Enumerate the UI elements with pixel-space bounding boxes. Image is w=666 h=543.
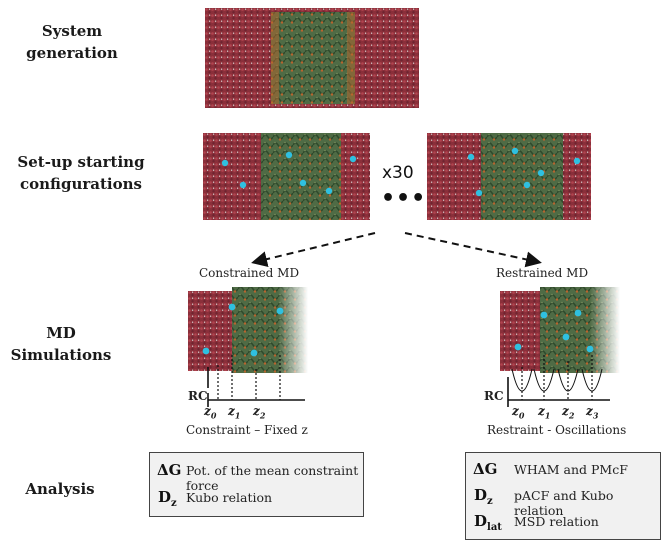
analysis-desc-diffusion-z: Kubo relation xyxy=(186,490,273,505)
stage-label-line: configurations xyxy=(20,175,142,193)
restrained-rc-axis xyxy=(507,355,610,407)
symbol-text: D xyxy=(158,488,172,506)
stage-label-line: MD xyxy=(46,324,76,342)
tick-symbol: z xyxy=(204,404,211,418)
restrained-md-snapshot xyxy=(500,285,620,375)
harmonic-well xyxy=(533,368,555,392)
arrow-to-constrained xyxy=(251,232,376,267)
harmonic-well xyxy=(511,368,533,392)
analysis-desc-free-energy: Pot. of the mean constraint force xyxy=(186,463,359,493)
symbol-subscript: z xyxy=(171,498,177,509)
restrained-md-title: Restrained MD xyxy=(496,266,589,280)
stage-label-line: Set-up starting xyxy=(17,153,145,171)
tick-subscript: 2 xyxy=(259,410,266,421)
stage-label-line: generation xyxy=(26,44,118,62)
tick-symbol: z xyxy=(562,404,569,418)
tick-symbol: z xyxy=(512,404,519,418)
solute-molecule xyxy=(514,343,522,351)
restrained-tick-1: z1 xyxy=(538,404,550,420)
solute-molecule xyxy=(325,187,333,195)
solute-molecule xyxy=(475,189,483,197)
solute-molecule xyxy=(574,309,582,317)
solute-molecule xyxy=(349,155,357,163)
tick-symbol: z xyxy=(228,404,235,418)
solute-molecule xyxy=(467,153,475,161)
constrained-tick-0: z0 xyxy=(204,404,216,420)
stage-label-line: System xyxy=(41,22,103,40)
solute-molecule xyxy=(299,179,307,187)
harmonic-well xyxy=(557,368,579,392)
tick-subscript: 2 xyxy=(568,410,575,421)
harmonic-well xyxy=(581,368,603,392)
stage-label-analysis: Analysis xyxy=(25,480,95,498)
restrained-tick-3: z3 xyxy=(586,404,598,420)
analysis-symbol-diffusion-z: Dz xyxy=(158,488,177,509)
stage-label-md-simulations: MD Simulations xyxy=(6,322,116,366)
solute-molecule xyxy=(202,347,210,355)
tick-subscript: 1 xyxy=(544,410,551,421)
symbol-text: ΔG xyxy=(157,461,182,479)
symbol-text: ΔG xyxy=(473,460,498,478)
solute-molecule xyxy=(523,181,531,189)
constrained-md-title: Constrained MD xyxy=(199,266,300,280)
solute-molecule xyxy=(285,151,293,159)
solute-molecule xyxy=(239,181,247,189)
solute-molecule xyxy=(250,349,258,357)
membrane-snapshot-system xyxy=(205,8,419,108)
analysis-symbol-free-energy: ΔG xyxy=(473,460,497,478)
tick-subscript: 0 xyxy=(518,410,525,421)
stage-label-system-generation: System generation xyxy=(12,20,132,64)
symbol-text: D xyxy=(474,486,488,504)
analysis-symbol-diffusion-z: Dz xyxy=(474,486,493,507)
restrained-caption: Restraint - Oscillations xyxy=(487,423,627,437)
solute-molecule xyxy=(562,333,570,341)
tick-subscript: 3 xyxy=(592,410,599,421)
analysis-symbol-diffusion-lateral: Dlat xyxy=(474,512,502,533)
constrained-rc-axis xyxy=(207,355,305,407)
tick-symbol: z xyxy=(253,404,260,418)
constrained-tick-2: z2 xyxy=(253,404,265,420)
restrained-tick-0: z0 xyxy=(512,404,524,420)
solute-molecule xyxy=(586,345,594,353)
solute-molecule xyxy=(537,169,545,177)
tick-symbol: z xyxy=(586,404,593,418)
symbol-subscript: z xyxy=(487,496,493,507)
membrane-snapshot-setup-30 xyxy=(427,133,591,220)
analysis-box-restrained: ΔG WHAM and PMcF Dz pACF and Kubo relati… xyxy=(465,452,661,540)
solute-molecule xyxy=(276,307,284,315)
membrane-snapshot-setup-1 xyxy=(203,133,370,220)
stage-label-setup: Set-up starting configurations xyxy=(6,151,156,195)
analysis-symbol-free-energy: ΔG xyxy=(157,461,181,479)
arrow-to-restrained xyxy=(404,232,542,268)
solute-molecule xyxy=(573,157,581,165)
stage-label-line: Simulations xyxy=(10,346,112,364)
solute-molecule xyxy=(228,303,236,311)
constrained-md-snapshot xyxy=(188,285,308,375)
analysis-desc-free-energy: WHAM and PMcF xyxy=(514,462,628,477)
constrained-caption: Constraint – Fixed z xyxy=(186,423,308,437)
tick-symbol: z xyxy=(538,404,545,418)
constrained-axis-label: RC xyxy=(188,389,208,403)
symbol-subscript: lat xyxy=(487,522,502,533)
tick-subscript: 0 xyxy=(210,410,217,421)
replica-ellipsis: ••• xyxy=(381,186,427,211)
tick-subscript: 1 xyxy=(234,410,241,421)
solute-molecule xyxy=(511,147,519,155)
analysis-desc-diffusion-z: pACF and Kubo relation xyxy=(514,488,614,518)
replica-multiplier: x30 xyxy=(382,163,414,183)
constrained-tick-1: z1 xyxy=(228,404,240,420)
solute-molecule xyxy=(540,311,548,319)
analysis-desc-diffusion-lateral: MSD relation xyxy=(514,514,599,529)
restrained-axis-label: RC xyxy=(484,389,504,403)
solute-molecule xyxy=(221,159,229,167)
analysis-box-constrained: ΔG Pot. of the mean constraint force Dz … xyxy=(149,452,364,517)
restrained-tick-2: z2 xyxy=(562,404,574,420)
symbol-text: D xyxy=(474,512,488,530)
